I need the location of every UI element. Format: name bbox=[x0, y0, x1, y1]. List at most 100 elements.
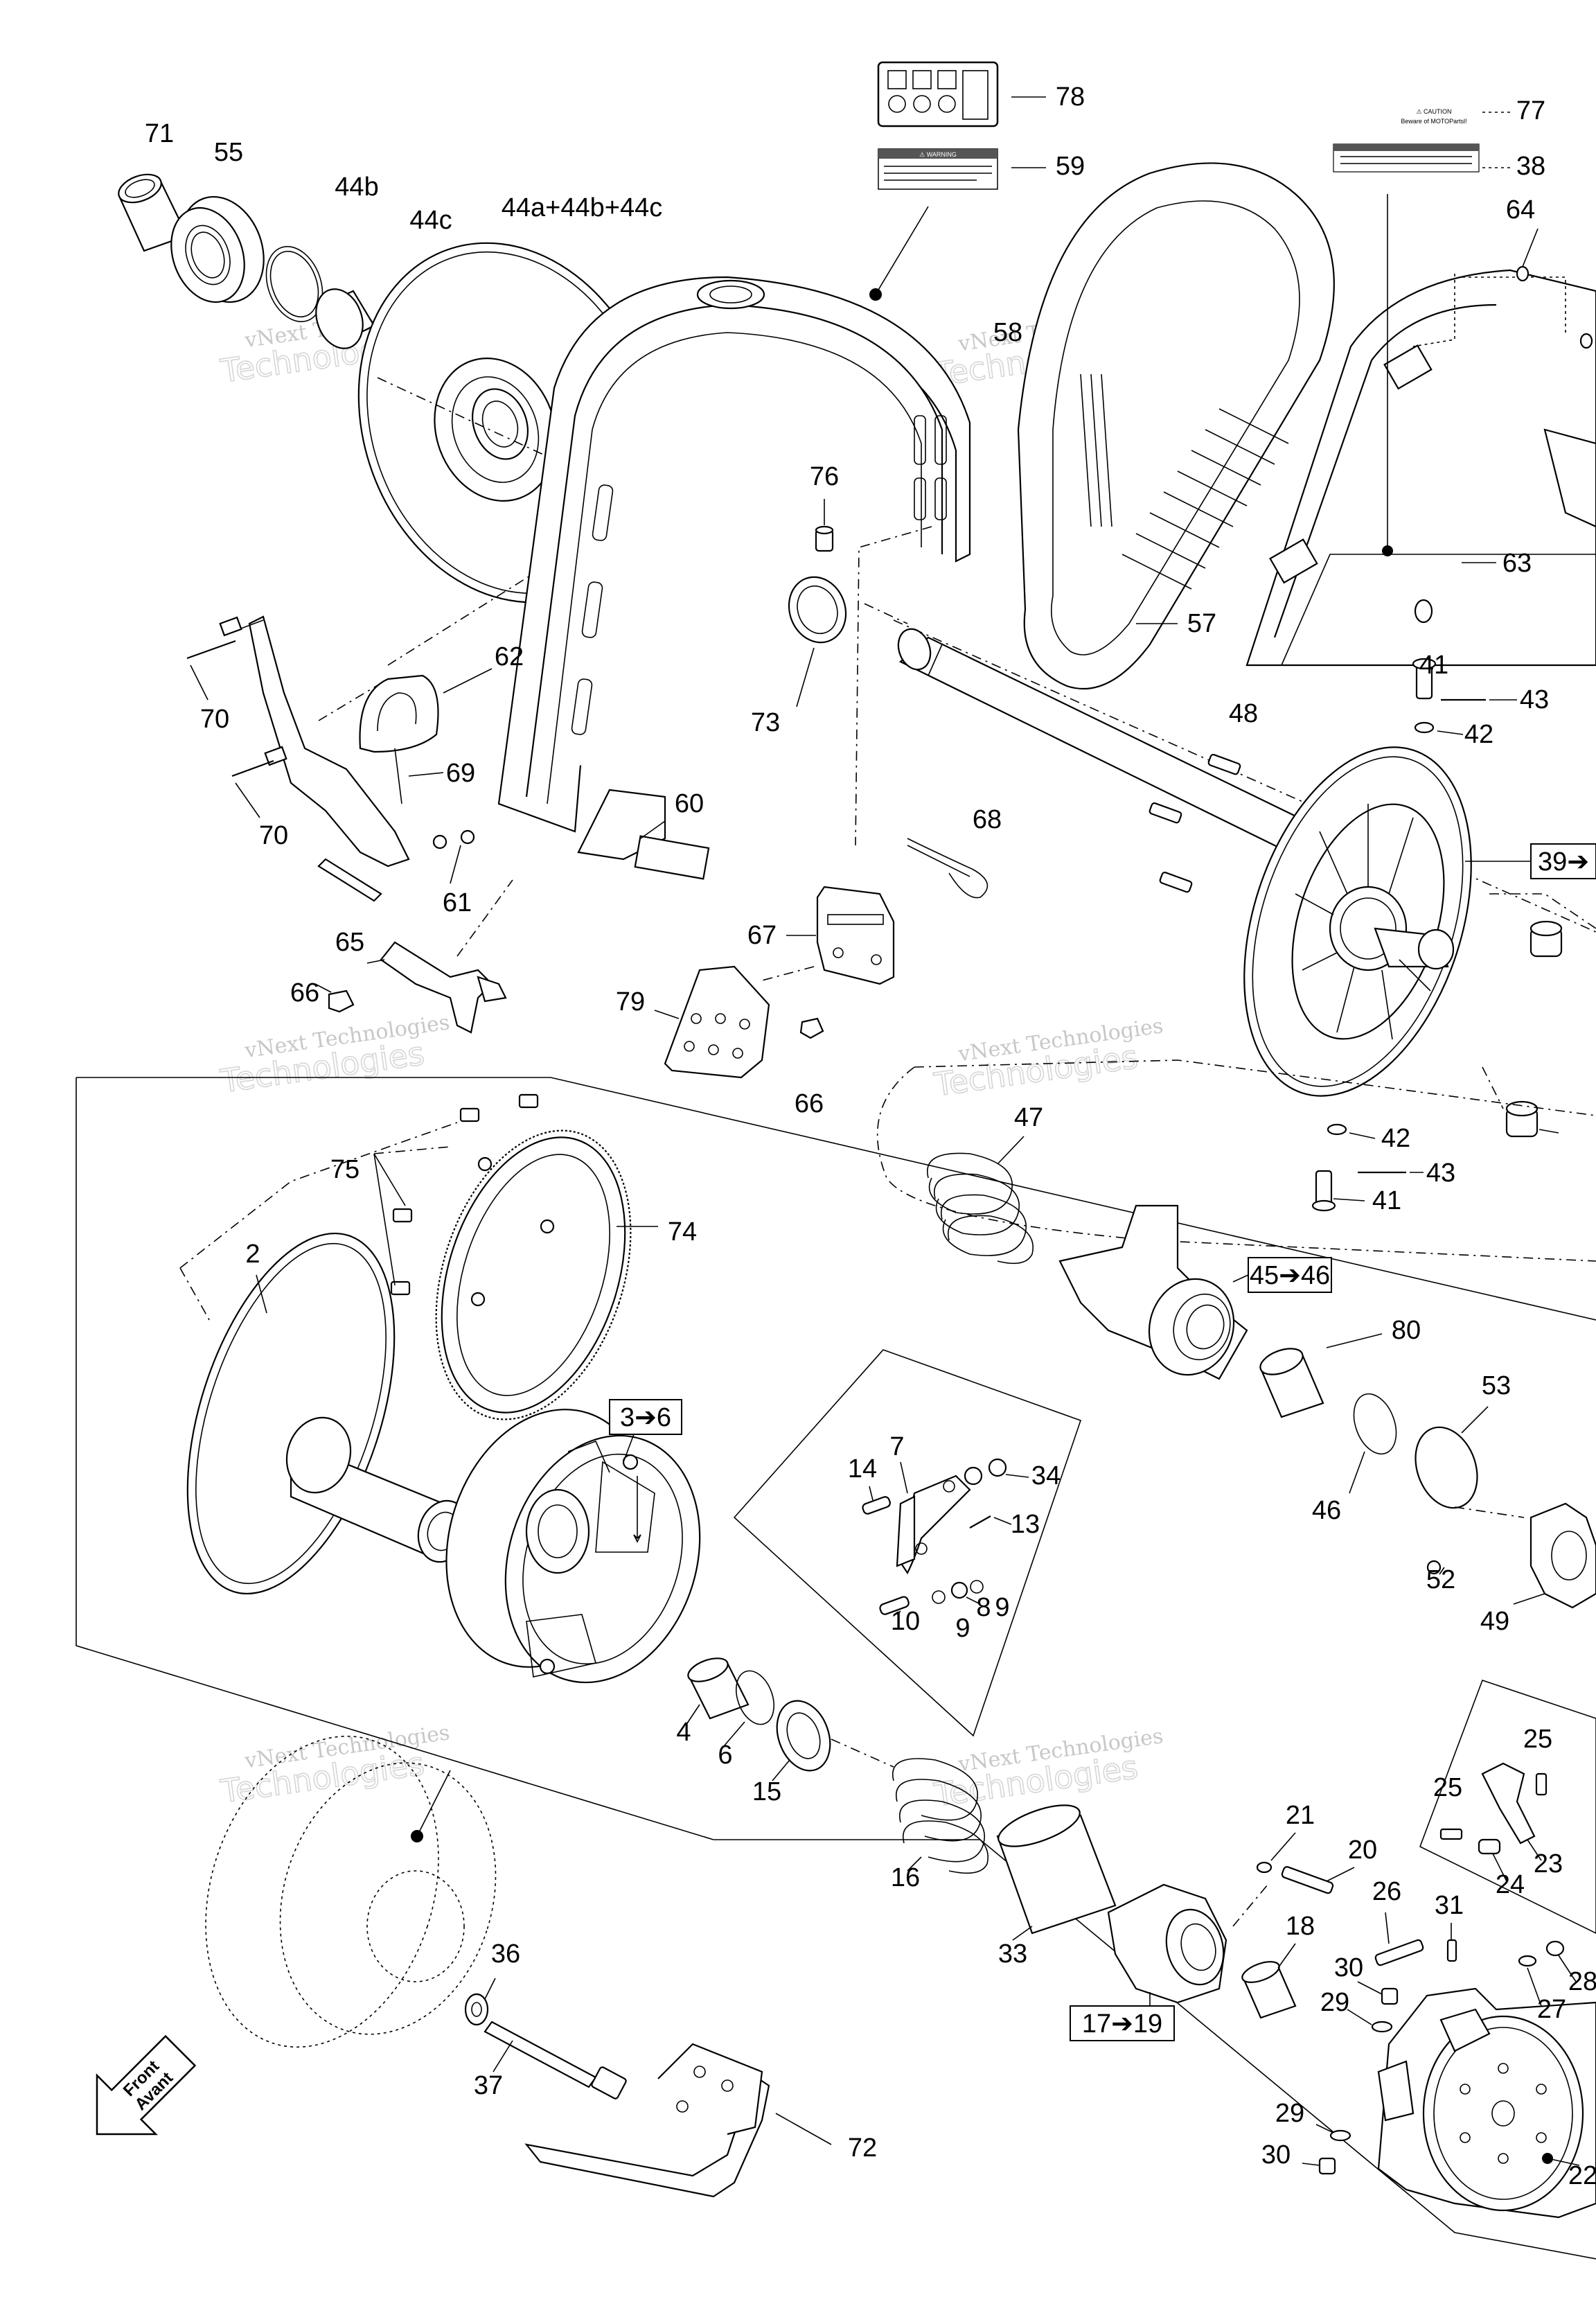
leader-13 bbox=[993, 1517, 1012, 1525]
dash-65 bbox=[456, 879, 513, 957]
part-8-washer bbox=[950, 1581, 968, 1599]
part-23-arm bbox=[1481, 1762, 1536, 1845]
part-label-61: 61 bbox=[443, 888, 472, 917]
decal-59-header: ⚠ WARNING bbox=[919, 151, 957, 158]
leader-53 bbox=[1461, 1406, 1489, 1434]
part-label-13: 13 bbox=[1011, 1510, 1040, 1539]
leader-29b bbox=[1315, 2124, 1334, 2133]
part-label-23: 23 bbox=[1534, 1849, 1563, 1878]
leader-42a bbox=[1437, 730, 1464, 735]
leader-66a bbox=[314, 983, 332, 993]
part-31-pin bbox=[1446, 1939, 1457, 1962]
part-47-spring bbox=[927, 1152, 1034, 1265]
part-16-spring bbox=[892, 1758, 988, 1874]
part-label-34: 34 bbox=[1031, 1461, 1061, 1490]
part-label-41a: 41 bbox=[1419, 651, 1448, 680]
leader-40 bbox=[1539, 1129, 1559, 1134]
part-24-roller bbox=[1478, 1838, 1501, 1855]
part-label-21: 21 bbox=[1286, 1801, 1315, 1830]
part-41-pin-top bbox=[1412, 658, 1437, 700]
part-33-sleeve bbox=[996, 1804, 1117, 1935]
part-48-screws bbox=[1149, 753, 1241, 893]
leader-42b bbox=[1349, 1132, 1376, 1139]
part-41-pin-bottom bbox=[1311, 1170, 1336, 1212]
leader-73 bbox=[796, 647, 815, 707]
part-label-33: 33 bbox=[998, 1939, 1027, 1969]
leader-36 bbox=[484, 1978, 496, 2000]
lower-assembly-frame-left bbox=[76, 1077, 714, 1840]
part-label-46: 46 bbox=[1312, 1496, 1341, 1525]
leader-61 bbox=[450, 845, 461, 884]
part-label-42a: 42 bbox=[1464, 720, 1493, 749]
part-26-screw bbox=[1374, 1939, 1424, 1966]
part-73-bushing bbox=[788, 576, 847, 644]
leader-33 bbox=[1012, 1926, 1033, 1941]
leader-14 bbox=[869, 1486, 874, 1501]
part-39-sheave bbox=[1243, 746, 1472, 1097]
part-label-36: 36 bbox=[491, 1939, 520, 1969]
part-36-washer bbox=[464, 1993, 489, 2026]
dash-arc-cam bbox=[876, 1066, 1596, 1262]
part-52-nut bbox=[1426, 1560, 1442, 1575]
part-label-73: 73 bbox=[751, 708, 780, 737]
part-label-4: 4 bbox=[676, 1718, 691, 1747]
leader-4 bbox=[685, 1704, 700, 1726]
part-label-30a: 30 bbox=[1334, 1953, 1363, 1982]
ref-box-b39: 39➔ bbox=[1530, 843, 1596, 879]
part-label-64: 64 bbox=[1506, 195, 1535, 225]
part-9-washer-a bbox=[932, 1590, 946, 1604]
leader-24 bbox=[1492, 1853, 1507, 1882]
part-71-bushing bbox=[118, 173, 188, 252]
part-68-clip bbox=[907, 838, 988, 899]
part-label-14: 14 bbox=[848, 1454, 877, 1484]
part-label-66b: 66 bbox=[795, 1089, 824, 1118]
part-6-ring bbox=[736, 1670, 774, 1725]
part-64-clip-b bbox=[1579, 333, 1593, 349]
leader-79 bbox=[654, 1010, 680, 1019]
leader-28 bbox=[1558, 1955, 1577, 1982]
part-label-26: 26 bbox=[1372, 1877, 1401, 1906]
part-label-27: 27 bbox=[1537, 1995, 1566, 2024]
screw-70a bbox=[186, 640, 236, 660]
part-label-65: 65 bbox=[335, 928, 364, 957]
part-label-58: 58 bbox=[993, 318, 1022, 347]
leader-18 bbox=[1277, 1943, 1296, 1969]
part-40-spacer-a bbox=[1530, 920, 1563, 958]
part-29-washer-a bbox=[1371, 2021, 1393, 2033]
part-72-bracket bbox=[524, 2043, 770, 2198]
leader-22 bbox=[1547, 2158, 1580, 2166]
part-label-31: 31 bbox=[1435, 1891, 1464, 1920]
part-label-44c: 44c bbox=[409, 206, 452, 235]
part-label-7: 7 bbox=[889, 1432, 904, 1461]
part-label-24: 24 bbox=[1496, 1870, 1525, 1899]
dash-3-arrow bbox=[633, 1476, 641, 1543]
part-label-67: 67 bbox=[747, 921, 777, 950]
part-78-decal bbox=[877, 61, 999, 127]
part-label-48: 48 bbox=[1229, 699, 1258, 728]
part-label-57: 57 bbox=[1187, 609, 1216, 638]
part-3-housing bbox=[445, 1409, 701, 1684]
part-label-15: 15 bbox=[752, 1777, 781, 1806]
part-label-37: 37 bbox=[474, 2071, 503, 2100]
part-label-20: 20 bbox=[1348, 1836, 1377, 1865]
part-label-47: 47 bbox=[1014, 1103, 1043, 1132]
part-label-72: 72 bbox=[848, 2133, 877, 2163]
part-label-28: 28 bbox=[1568, 1967, 1596, 1996]
leader-8 bbox=[966, 1596, 981, 1605]
part-55-bearing bbox=[170, 195, 265, 303]
part-label-30b: 30 bbox=[1261, 2140, 1291, 2169]
part-66-nut-b bbox=[799, 1017, 824, 1039]
part-69-bracket bbox=[219, 615, 410, 902]
dash-52 bbox=[1454, 1506, 1525, 1518]
part-label-10: 10 bbox=[891, 1607, 920, 1636]
leader-23 bbox=[1527, 1839, 1542, 1861]
part-25-screw-a bbox=[1535, 1772, 1548, 1796]
part-76-plug bbox=[815, 525, 834, 552]
axis-line-drive bbox=[893, 619, 1596, 933]
leader-clutch bbox=[416, 1770, 451, 1837]
part-13-pin bbox=[969, 1515, 991, 1529]
part-label-75: 75 bbox=[330, 1155, 360, 1184]
